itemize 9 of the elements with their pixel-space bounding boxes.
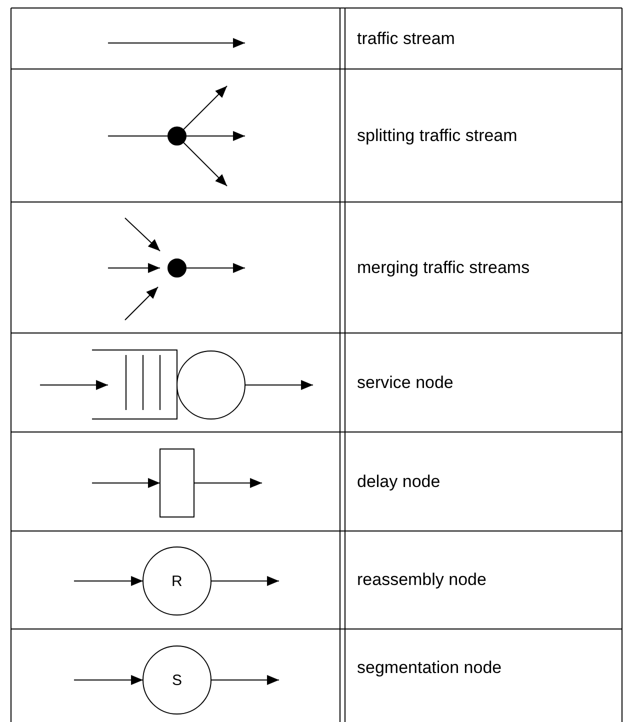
node-letter: S: [172, 673, 182, 689]
legend-text: segmentation node: [357, 658, 502, 678]
legend-text: service node: [357, 372, 454, 392]
legend-text: reassembly node: [357, 570, 486, 590]
legend-text: delay node: [357, 472, 440, 492]
node-letter: R: [172, 574, 182, 590]
legend-text: merging traffic streams: [357, 258, 530, 278]
legend-text: traffic stream: [357, 28, 455, 48]
legend-text: splitting traffic stream: [357, 126, 518, 146]
